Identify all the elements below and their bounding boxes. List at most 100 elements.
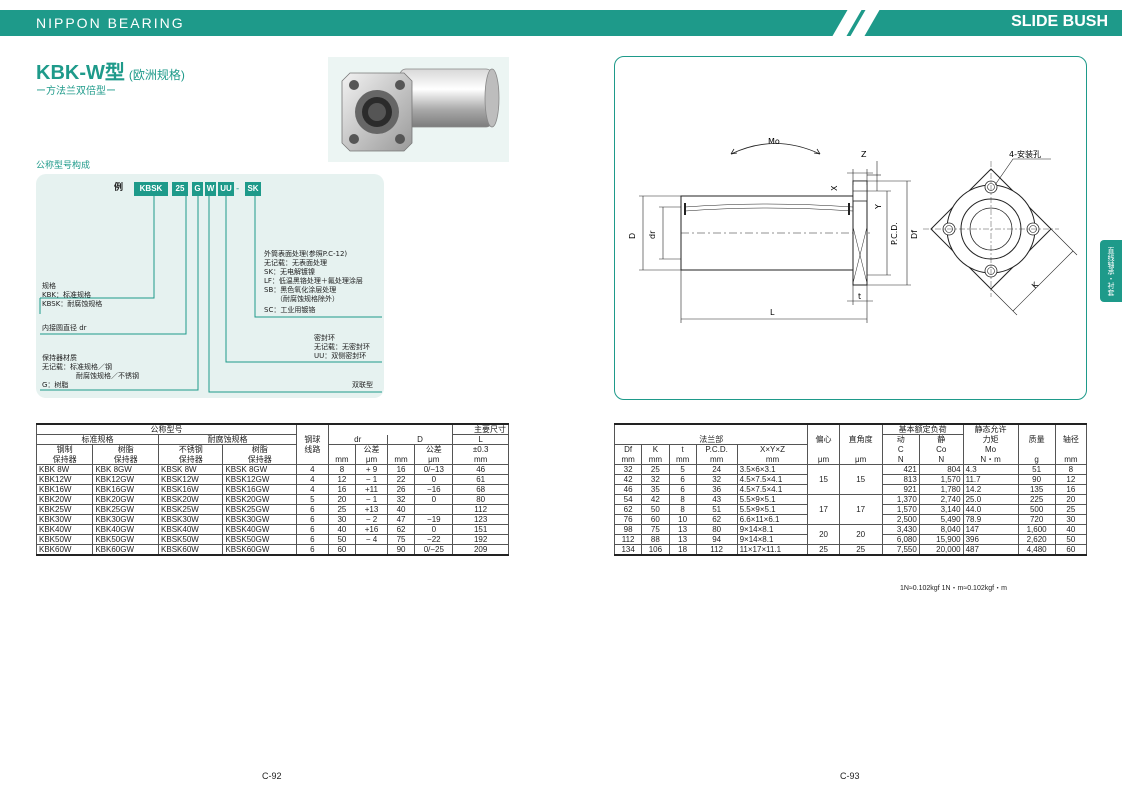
table-cell: 6,080 <box>881 534 920 545</box>
rth-moment2: 力矩 <box>962 434 1019 445</box>
rth-unit-PCD: mm <box>695 454 738 465</box>
table-cell: 60 <box>641 514 670 525</box>
table-cell: 30 <box>1054 514 1088 525</box>
table-cell: 80 <box>695 524 738 535</box>
designation-lines <box>39 196 382 393</box>
side-tab[interactable]: 直线轴承・衬套 <box>1100 240 1122 302</box>
left-spec-table: 公称型号 主要尺寸 标准规格 耐腐蚀规格 钢球 dr D L 钢制 树脂 不锈钢… <box>35 423 509 556</box>
table-cell: 51 <box>695 504 738 515</box>
retainer-line-3: G：树脂 <box>42 381 69 389</box>
page-number-left: C-92 <box>262 771 282 781</box>
table-cell: 1,370 <box>881 494 920 505</box>
table-cell: + 9 <box>355 464 388 475</box>
table-cell: KBK25W <box>35 504 94 515</box>
table-cell: 50 <box>1054 534 1088 545</box>
table-cell: 14.2 <box>962 484 1019 495</box>
table-cell: 5 <box>668 464 697 475</box>
table-cell: 9×14×8.1 <box>736 534 809 545</box>
rth-unit-XYZ: mm <box>736 454 809 465</box>
table-cell: KBK 8W <box>35 464 94 475</box>
table-cell: 25.0 <box>962 494 1019 505</box>
code-cell-double: W <box>205 182 216 196</box>
right-spec-table: 基本额定负荷 静态允许 法兰部 偏心 直角度 动 静 力矩 质量 轴径 Df K… <box>613 423 1088 556</box>
spec-title: 规格 <box>42 282 56 290</box>
table-cell: 18 <box>668 544 697 556</box>
table-cell <box>355 544 388 556</box>
table-cell: 26 <box>386 484 416 495</box>
table-cell: KBK16W <box>35 484 94 495</box>
product-subtitle: ー方法兰双倍型ー <box>36 86 116 97</box>
table-cell: −22 <box>414 534 454 545</box>
table-cell: 123 <box>452 514 509 525</box>
table-cell: 32 <box>613 464 643 475</box>
table-cell: 54 <box>613 494 643 505</box>
table-cell: 151 <box>452 524 509 535</box>
table-cell: 3,430 <box>881 524 920 535</box>
table-cell: 20 <box>327 494 357 505</box>
th-blank-5 <box>296 454 329 465</box>
rth-blank-7 <box>838 444 883 455</box>
table-cell: 46 <box>452 464 509 475</box>
surface-line-5: （耐腐蚀规格除外） <box>276 295 339 303</box>
table-cell: KBK40GW <box>92 524 160 535</box>
table-cell: 76 <box>613 514 643 525</box>
table-cell: 5.5×9×5.1 <box>736 494 809 505</box>
seal-line-2: UU：双侧密封环 <box>314 352 367 360</box>
table-cell: 35 <box>641 484 670 495</box>
th-D-tol: 公差 <box>414 444 454 455</box>
spec-line-1: KBK：标准规格 <box>42 291 91 299</box>
table-cell: 44.0 <box>962 504 1019 515</box>
table-cell: 25 <box>1054 504 1088 515</box>
th-resin: 树脂 <box>92 444 160 455</box>
th-blank-2 <box>327 423 454 435</box>
th-resin2: 保持器 <box>92 454 160 465</box>
section-title: SLIDE BUSH <box>1011 13 1108 30</box>
front-view <box>923 158 1078 316</box>
table-cell: 106 <box>641 544 670 556</box>
surface-title: 外筒表面处理(参照P.C-12) <box>264 250 348 258</box>
rth-unit-K: mm <box>641 454 670 465</box>
label-holes: 4-安装孔 <box>1009 149 1041 159</box>
rth-unit-t: mm <box>668 454 697 465</box>
table-cell: 6 <box>296 514 329 525</box>
table-cell: KBK20GW <box>92 494 160 505</box>
table-cell: 98 <box>613 524 643 535</box>
designation-label: 公称型号构成 <box>36 161 91 171</box>
table-cell: 16 <box>386 464 416 475</box>
table-cell: 20 <box>1054 494 1088 505</box>
table-cell: 4 <box>296 474 329 485</box>
table-cell: 13 <box>668 534 697 545</box>
th-model: 公称型号 <box>35 423 298 435</box>
rth-mass: 质量 <box>1017 434 1056 445</box>
rth-perp: 直角度 <box>838 434 883 445</box>
rth-load: 基本额定负荷 <box>881 423 964 435</box>
unit-note: 1N≈0.102kgf 1N・m≈0.102kgf・m <box>900 585 1007 592</box>
table-cell: 5.5×9×5.1 <box>736 504 809 515</box>
rth-blank-1 <box>613 423 809 435</box>
rth-Co: Co <box>918 444 964 455</box>
table-cell: 15,900 <box>918 534 964 545</box>
table-cell: 25 <box>807 544 840 556</box>
table-cell: 12 <box>1054 474 1088 485</box>
table-cell: 25 <box>641 464 670 475</box>
label-Df: Df <box>910 230 919 239</box>
rth-PCD: P.C.D. <box>695 444 738 455</box>
table-cell: 396 <box>962 534 1019 545</box>
brand-name: NIPPON BEARING <box>36 15 185 31</box>
table-cell: 51 <box>1017 464 1056 475</box>
table-cell: 50 <box>327 534 357 545</box>
table-cell: 36 <box>695 484 738 495</box>
rth-unit-Mo: N・m <box>962 454 1019 465</box>
table-cell: KBSK50W <box>158 534 224 545</box>
table-cell: 40 <box>386 504 416 515</box>
rth-C: C <box>881 444 920 455</box>
table-cell: KBK30W <box>35 514 94 525</box>
designation-box: 例 KBSK 25 G W UU - SK 外筒表面处理(参照P.C-12) 无… <box>36 174 384 398</box>
table-cell: 112 <box>613 534 643 545</box>
table-cell: 32 <box>695 474 738 485</box>
table-cell: KBSK25GW <box>222 504 298 515</box>
table-cell: 8 <box>668 494 697 505</box>
